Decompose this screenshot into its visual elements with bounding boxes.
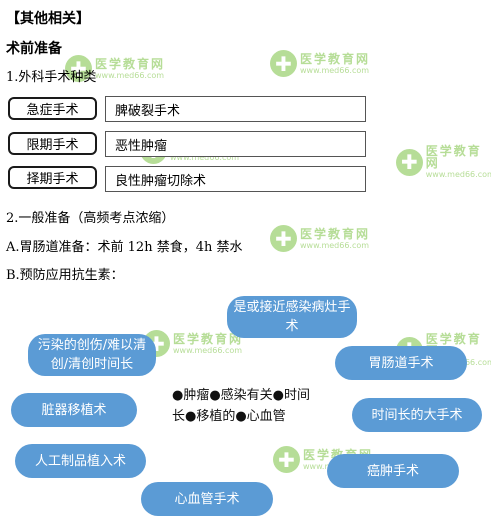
watermark-url: www.med66.com (95, 70, 165, 80)
medical-cross-icon: ✚ (270, 50, 297, 77)
general-prep-title: 2.一般准备（高频考点浓缩） (6, 211, 175, 226)
topic-title: 术前准备 (6, 41, 62, 57)
medical-cross-icon: ✚ (270, 225, 297, 252)
indication-pill: 心血管手术 (141, 482, 273, 516)
watermark-name: 医学教育网 (425, 144, 482, 170)
medical-cross-icon: ✚ (396, 148, 423, 176)
section-heading: 【其他相关】 (6, 11, 90, 27)
surgery-types-title: 1.外科手术种类 (6, 70, 97, 85)
indication-pill: 人工制品植入术 (15, 444, 146, 478)
watermark-name: 医学教育网 (300, 226, 371, 241)
surgery-type-example: 恶性肿瘤 (105, 131, 366, 157)
indication-pill: 污染的创伤/难以清创/清创时间长 (28, 334, 156, 376)
surgery-type-label: 急症手术 (8, 97, 97, 120)
surgery-type-label: 限期手术 (8, 132, 97, 155)
antibiotic-item: B.预防应用抗生素： (6, 268, 124, 283)
indication-pill: 癌肿手术 (327, 454, 459, 488)
surgery-type-example: 良性肿瘤切除术 (105, 166, 366, 192)
indication-pill: 时间长的大手术 (352, 398, 482, 432)
watermark-url: www.med66.com (300, 65, 370, 75)
watermark-name: 医学教育网 (95, 56, 166, 71)
indication-pill: 是或接近感染病灶手术 (227, 296, 357, 338)
indication-pill: 脏器移植术 (11, 393, 137, 427)
surgery-type-example: 脾破裂手术 (105, 96, 366, 122)
gi-prep-item: A.胃肠道准备：术前 12h 禁食，4h 禁水 (6, 240, 243, 255)
indication-pill: 胃肠道手术 (335, 346, 467, 380)
watermark-name: 医学教育网 (300, 51, 371, 66)
watermark-url: www.med66.com (300, 240, 370, 250)
surgery-type-label: 择期手术 (8, 166, 97, 189)
antibiotic-summary: ●肿瘤●感染有关●时间长●移植的●心血管 (172, 388, 311, 424)
watermark-url: www.med66.com (425, 170, 491, 179)
watermark-url: www.med66.com (173, 345, 243, 355)
medical-cross-icon: ✚ (273, 446, 300, 473)
